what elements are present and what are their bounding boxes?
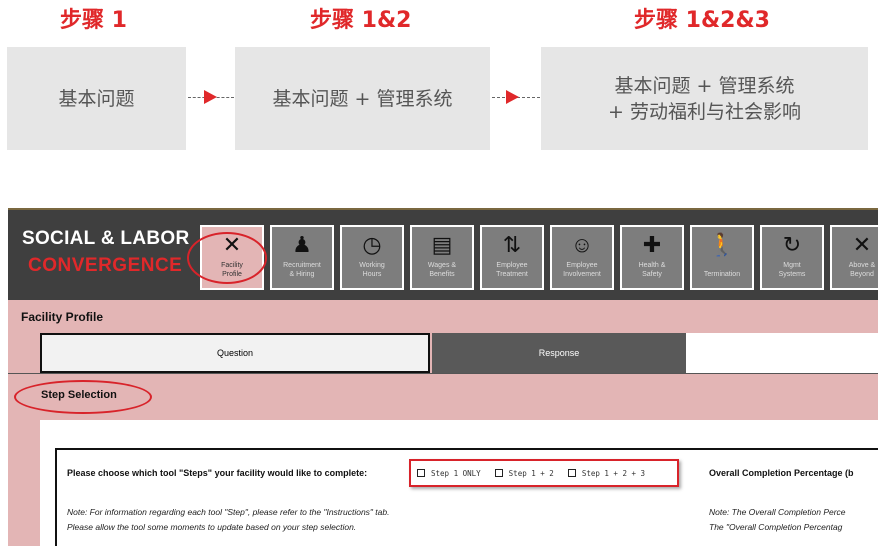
money-stack-icon: ▤ (431, 232, 453, 257)
tab-beyond[interactable]: ✕ Above & Beyond (830, 225, 878, 290)
tab-label-line2: & Hiring (289, 271, 315, 278)
option-label: Step 1 + 2 + 3 (581, 468, 646, 478)
highlight-ellipse (14, 380, 152, 414)
highlight-ellipse (187, 232, 267, 284)
note-overall-2: The "Overall Completion Percentag (709, 522, 843, 532)
question-label: Question (216, 348, 254, 358)
tab-safety[interactable]: ✚ Health & Safety (620, 225, 684, 290)
step-prompt: Please choose which tool "Steps" your fa… (67, 468, 368, 478)
arrow-head-icon (506, 90, 519, 104)
tab-label-line1: Recruitment (283, 262, 321, 269)
step-1-2-box: 基本问题 + 管理系统 (235, 47, 490, 150)
option-step-1-2-3[interactable]: Step 1 + 2 + 3 (567, 468, 646, 478)
divider (8, 373, 878, 374)
tab-label-line2: Safety (642, 271, 662, 278)
note-instructions: Note: For information regarding each too… (67, 507, 390, 517)
tab-label-line1: Above & (848, 262, 876, 269)
facility-icon: ✕ (852, 232, 872, 257)
meeting-icon: ☺ (570, 232, 594, 257)
tab-label-line2: Systems (778, 271, 806, 278)
checkbox[interactable] (567, 468, 576, 477)
step-1-2-text: 基本问题 + 管理系统 (272, 87, 453, 110)
tab-label-line1: Mgmt (783, 262, 801, 269)
tab-label-line1: Working (359, 262, 385, 269)
overall-completion-label: Overall Completion Percentage (b (709, 468, 854, 478)
note-overall: Note: The Overall Completion Perce (709, 507, 846, 517)
note-wait: Please allow the tool some moments to up… (67, 522, 357, 532)
tab-benefits[interactable]: ▤ Wages & Benefits (410, 225, 474, 290)
step-1-2-3-box: 基本问题 + 管理系统 + 劳动福利与社会影响 (541, 47, 868, 150)
step-1-2-3-text-line2: + 劳动福利与社会影响 (608, 100, 801, 123)
column-header-blank (686, 333, 878, 373)
tab-label-line2: Beyond (850, 271, 874, 278)
tab-termination[interactable]: 🚶 Termination (690, 225, 754, 290)
step-1-2-3-text-line1: 基本问题 + 管理系统 (614, 74, 795, 97)
option-label: Step 1 ONLY (431, 468, 481, 478)
tab-label-line1: Employee (566, 262, 598, 269)
tab-label-line1: Health & (638, 262, 666, 269)
checkbox[interactable] (494, 468, 503, 477)
option-step-1-2[interactable]: Step 1 + 2 (494, 468, 554, 478)
interview-icon: ♟ (292, 232, 312, 257)
step-1-2-3-label: 步骤 1&2&3 (634, 8, 770, 33)
section-title: Facility Profile (21, 310, 104, 324)
walking-person-icon: 🚶 (708, 232, 736, 257)
tab-label-line2: Hours (362, 271, 382, 278)
tab-label-line2: Termination (703, 271, 741, 278)
app-title: SOCIAL & LABOR (22, 228, 190, 249)
clock-icon: ◷ (362, 232, 382, 257)
app-subtitle: CONVERGENCE (28, 255, 183, 276)
tab-label-line1: Wages & (427, 262, 457, 269)
step-1-2-label: 步骤 1&2 (310, 8, 412, 33)
step-1-label: 步骤 1 (60, 8, 127, 33)
arrow-head-icon (204, 90, 217, 104)
tab-label-line2: Benefits (429, 271, 455, 278)
step-1-text: 基本问题 (58, 87, 135, 110)
first-aid-icon: ✚ (642, 232, 662, 257)
people-exchange-icon: ⇅ (502, 232, 522, 257)
tab-label-line1: Employee (496, 262, 528, 269)
option-label: Step 1 + 2 (508, 468, 554, 478)
cycle-icon: ↻ (782, 232, 802, 257)
step-options: Step 1 ONLY Step 1 + 2 Step 1 + 2 + 3 (409, 459, 679, 487)
response-label: Response (538, 348, 580, 358)
tab--hiring[interactable]: ♟ Recruitment & Hiring (270, 225, 334, 290)
column-header-question: Question (40, 333, 430, 373)
step-selection-panel: Please choose which tool "Steps" your fa… (55, 448, 878, 546)
checkbox[interactable] (417, 468, 425, 477)
option-step-1[interactable]: Step 1 ONLY (417, 468, 481, 478)
tab-label-line2: Treatment (496, 271, 528, 278)
step-1-box: 基本问题 (7, 47, 186, 150)
tab-label-line2: Involvement (563, 271, 601, 278)
column-header-response: Response (432, 333, 686, 373)
